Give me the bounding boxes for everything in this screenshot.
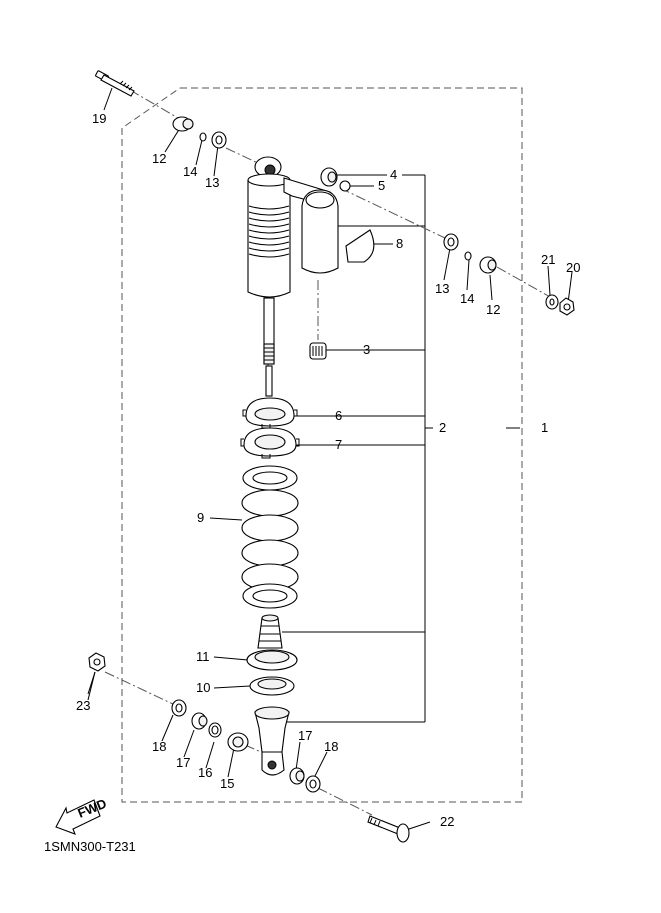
upper-bolt [95,70,135,97]
callout-17-lower-right: 17 [298,728,312,743]
lower-nut-23 [88,652,106,672]
callout-15: 15 [220,776,234,791]
diagram-code: 1SMN300-T231 [44,839,136,854]
lower-bolt [367,815,410,843]
callout-19: 19 [92,111,106,126]
o-ring-right [464,251,472,261]
callout-labels: 1 2 3 4 5 6 7 8 9 10 11 12 12 13 13 14 1… [76,111,580,829]
washer-upper-left [211,131,227,149]
washer-upper-right [443,233,459,251]
upper-collar-left [172,116,194,132]
assembly-boundary [121,87,523,803]
callout-23: 23 [76,698,90,713]
rod-pin [265,365,273,397]
callout-4: 4 [390,167,397,182]
o-ring-left [199,132,207,142]
valve-cap [309,342,327,360]
callout-20: 20 [566,260,580,275]
shock-body [247,156,339,365]
spring-guide [246,649,298,671]
callout-17-lower-left: 17 [176,755,190,770]
bump-stop [257,614,283,649]
callout-8: 8 [396,236,403,251]
lower-oil-seal [208,722,222,738]
lower-washer-left [171,699,187,717]
lower-spring-ring [249,676,295,696]
callout-16: 16 [198,765,212,780]
reservoir-collar [320,167,338,187]
upper-nut-20 [559,297,575,316]
lower-washer-right [305,775,321,793]
fwd-arrow-icon: FWD [55,796,109,835]
callout-10: 10 [196,680,210,695]
upper-washer-21 [545,294,559,310]
callout-13-upper-left: 13 [205,175,219,190]
lower-collar-right [289,767,305,785]
callout-5: 5 [378,178,385,193]
callout-9: 9 [197,510,204,525]
callout-1: 1 [541,420,548,435]
callout-11: 11 [196,649,210,664]
reservoir-cover [345,229,375,263]
lower-clevis [254,706,290,776]
callout-22: 22 [440,814,454,829]
callout-7: 7 [335,437,342,452]
callout-13-upper-right: 13 [435,281,449,296]
spring-lock-ring [242,397,298,429]
lower-collar-left [191,712,208,730]
callout-14-upper-right: 14 [460,291,474,306]
callout-21: 21 [541,252,555,267]
callout-18-lower-right: 18 [324,739,338,754]
callout-12-upper-right: 12 [486,302,500,317]
lower-bearing [227,732,249,752]
alignment-lines [104,89,553,816]
callout-2: 2 [439,420,446,435]
callout-3: 3 [363,342,370,357]
callout-6: 6 [335,408,342,423]
callout-12-upper-left: 12 [152,151,166,166]
callout-18-lower-left: 18 [152,739,166,754]
spring-adjuster-ring [240,427,300,459]
callout-14-upper-left: 14 [183,164,197,179]
upper-collar-right [479,256,497,274]
shock-spring [241,465,299,609]
reservoir-ring [339,180,351,192]
